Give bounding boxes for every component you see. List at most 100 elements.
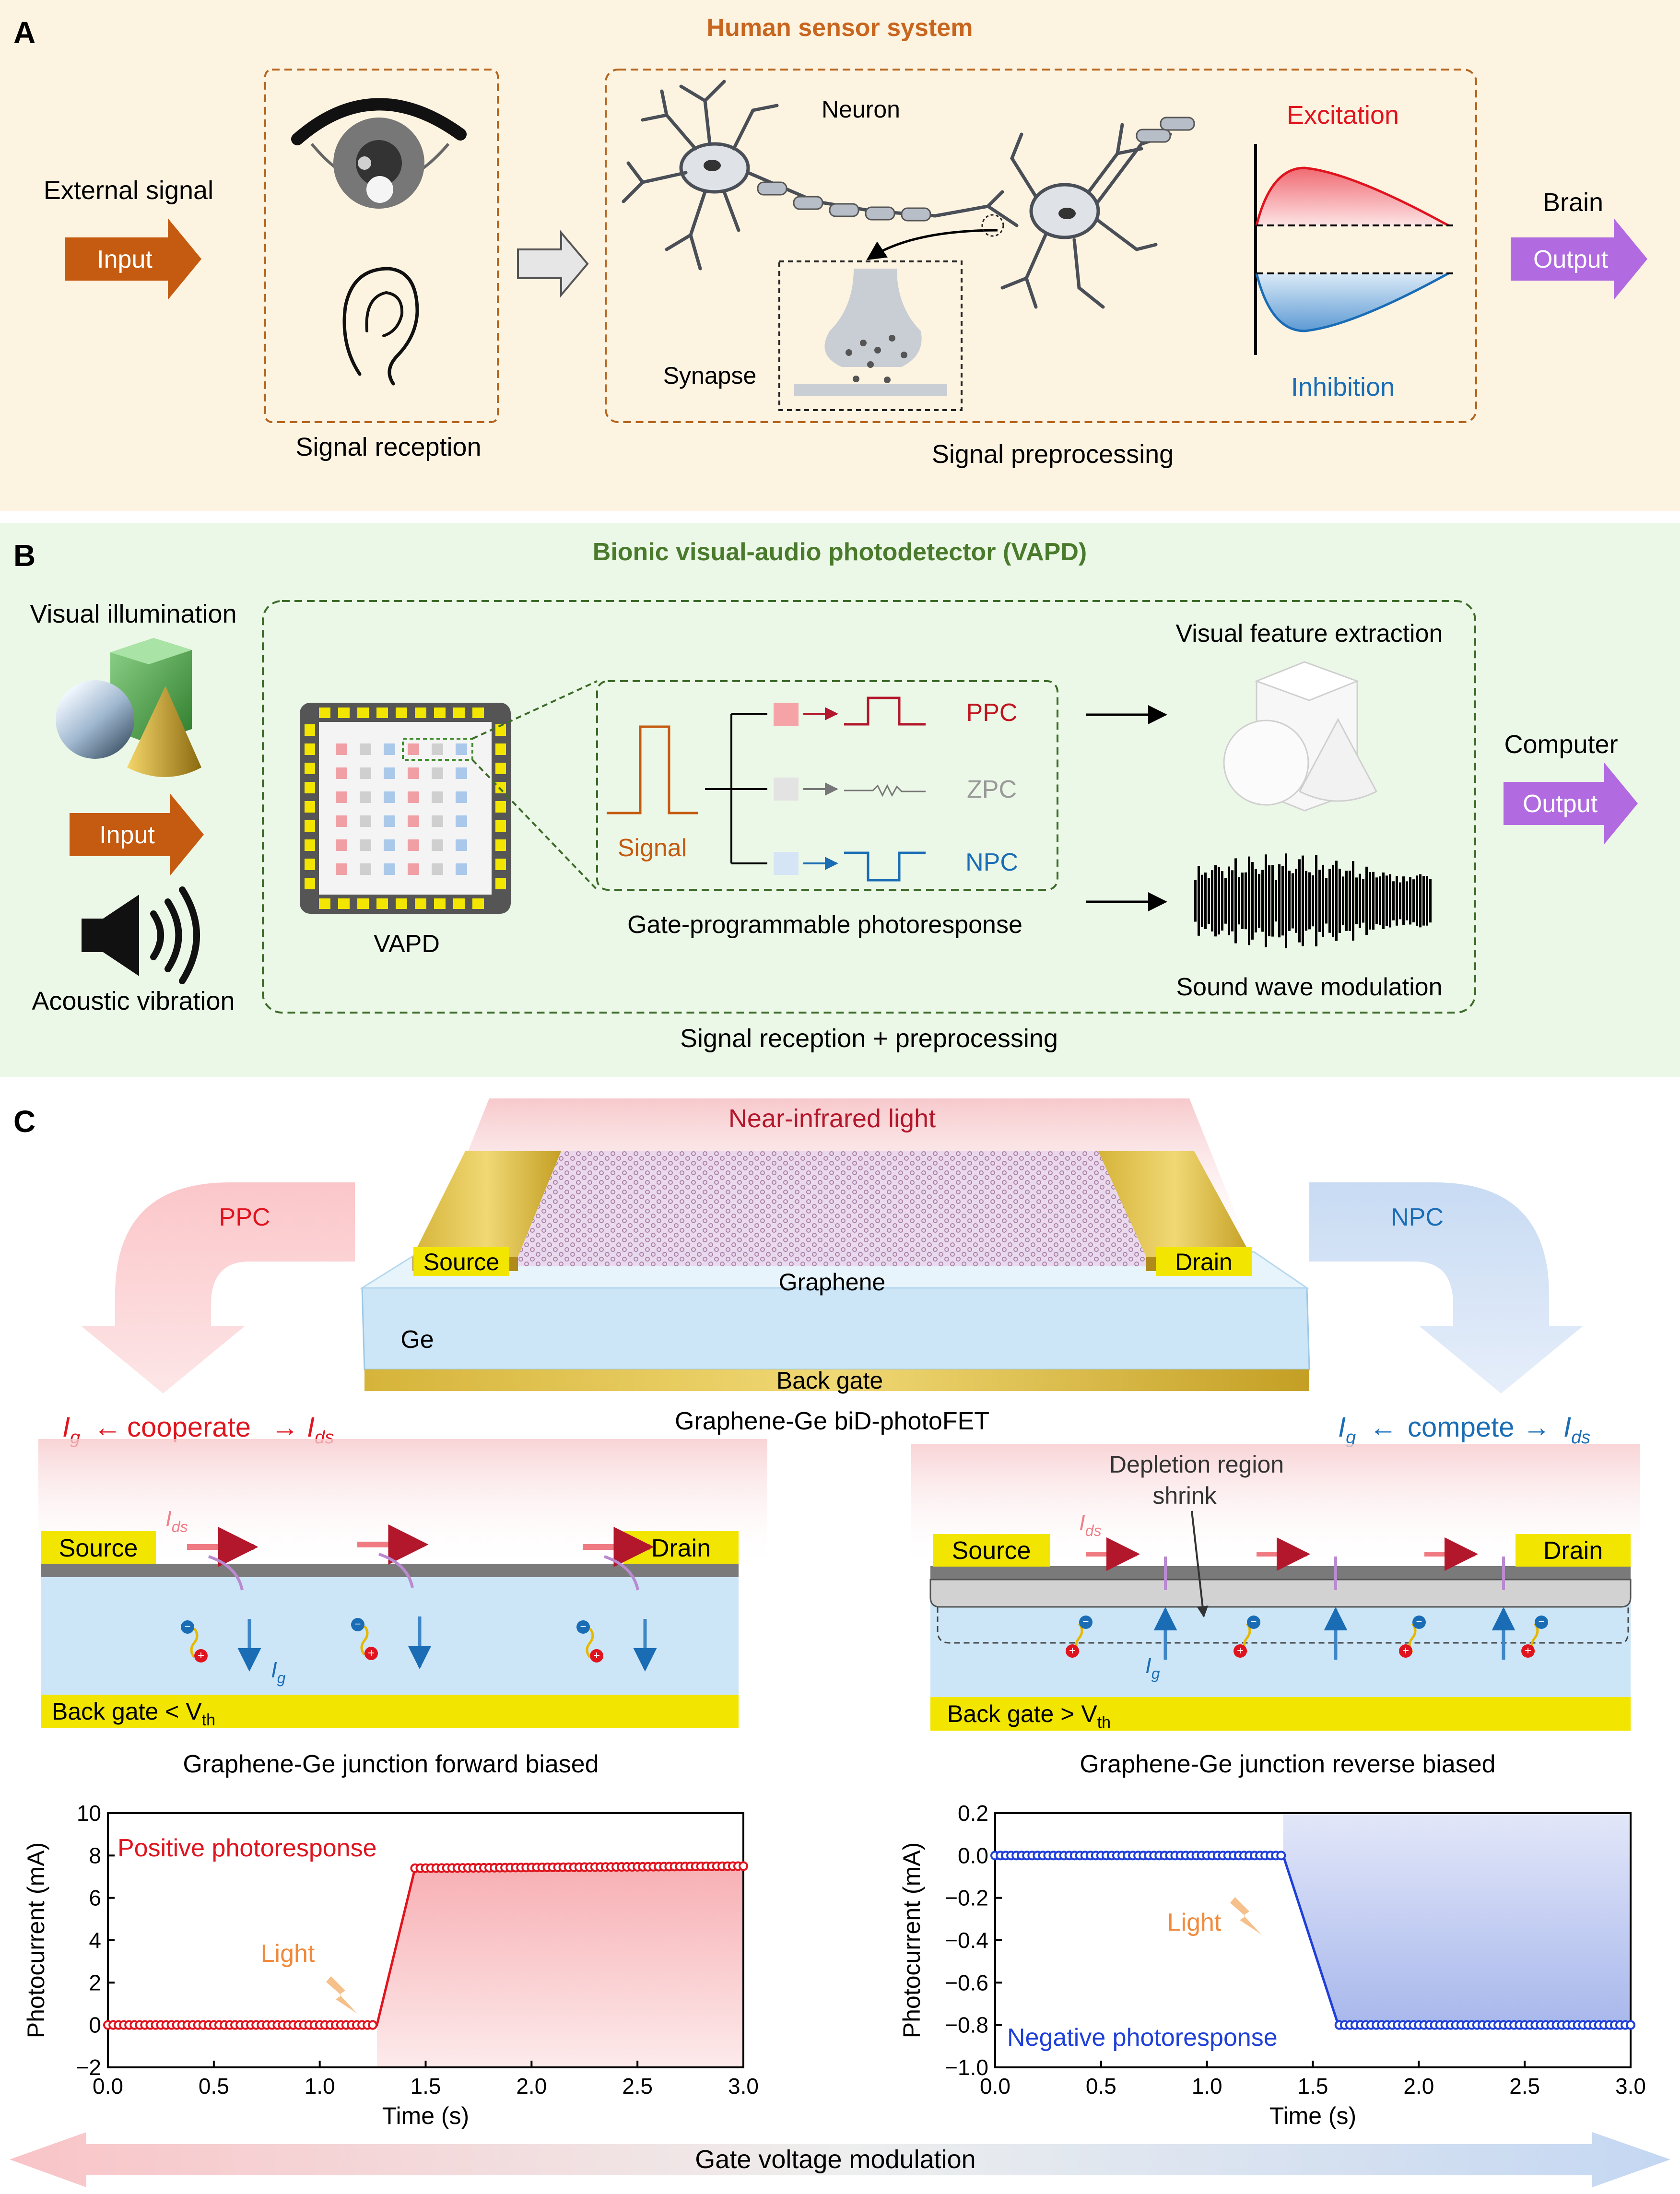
zpc-pixel: [774, 778, 799, 801]
npc-pixel: [774, 852, 799, 875]
device-name-label: Graphene-Ge biD-photoFET: [675, 1407, 989, 1435]
sound-wave-bar: [1396, 876, 1398, 926]
input-arrow-a: Input: [65, 218, 201, 300]
sound-wave-bar: [1295, 869, 1297, 933]
hole-icon: [194, 1649, 208, 1663]
hole-sign: +: [1069, 1644, 1076, 1657]
sound-wave-bar: [1255, 869, 1257, 932]
sound-wave-bar: [1305, 871, 1307, 931]
hole-sign: +: [368, 1647, 375, 1660]
computer-label: Computer: [1504, 730, 1618, 759]
vapd-chip: [300, 680, 598, 914]
hole-sign: +: [1237, 1644, 1244, 1657]
y-tick-label: 0.0: [958, 1843, 988, 1868]
synapse-illustration: [778, 214, 1004, 411]
sound-wave-bar: [1288, 871, 1291, 931]
sound-wave-bar: [1406, 881, 1408, 920]
drain-pad-3d: [1156, 1247, 1252, 1276]
y-tick-label: −0.4: [945, 1928, 988, 1953]
sound-wave-bar: [1365, 866, 1368, 935]
sound-wave-bar: [1419, 874, 1422, 928]
x-tick-label: 2.0: [1403, 2074, 1434, 2099]
sound-wave-label: Sound wave modulation: [1176, 973, 1442, 1001]
output-arrow-b: Output: [1504, 763, 1638, 844]
depletion-pointer: [1191, 1510, 1209, 1618]
y-tick-label: 4: [89, 1928, 101, 1953]
drain-label-fwd: Drain: [651, 1534, 711, 1562]
signal-reception-label: Signal reception: [295, 433, 481, 461]
sound-wave-bar: [1268, 865, 1270, 936]
sound-wave-bar: [1258, 873, 1260, 928]
gate-voltage-arrow: [10, 2132, 1670, 2187]
x-axis-label: Time (s): [1269, 2102, 1356, 2129]
sound-wave-bar: [1211, 870, 1213, 932]
ig-label-rev: Ig: [1145, 1653, 1160, 1682]
y-axis-label: Photocurrent (mA): [23, 1842, 49, 2038]
npc-curved-arrow: [1309, 1182, 1583, 1393]
electron-icon: [1079, 1616, 1093, 1629]
hole-icon: [590, 1649, 603, 1663]
x-tick-label: 2.0: [516, 2074, 547, 2099]
photoresponse-branches: [705, 713, 767, 864]
sound-wave-bar: [1379, 876, 1381, 925]
white-shapes-icon: [1223, 661, 1378, 812]
npc-label-b: NPC: [965, 849, 1018, 876]
sound-wave-bar: [1271, 865, 1274, 937]
ig-curve: [378, 1553, 414, 1588]
compete-arrow-left: ←: [1369, 1412, 1397, 1443]
x-tick-label: 1.0: [305, 2074, 335, 2099]
sound-wave-bar: [1422, 876, 1425, 926]
electron-icon: [1535, 1616, 1548, 1629]
electron-sign: −: [355, 1618, 361, 1630]
back-gate-lt-label: Back gate < Vth: [52, 1698, 215, 1729]
x-tick-label: 1.0: [1192, 2074, 1222, 2099]
hole-sign: +: [1525, 1644, 1531, 1657]
sound-wave-bar: [1349, 871, 1351, 931]
external-signal-label: External signal: [44, 176, 213, 205]
output-arrow-b-label: Output: [1523, 790, 1598, 818]
electron-sign: −: [580, 1620, 587, 1632]
npc-label-c: NPC: [1391, 1203, 1444, 1231]
depletion-label-line1: Depletion region: [1109, 1451, 1284, 1478]
sound-wave-bar: [1281, 866, 1284, 936]
sound-wave-bar: [1292, 873, 1294, 929]
ppc-label-c: PPC: [219, 1203, 270, 1231]
ppc-label-b: PPC: [966, 699, 1018, 727]
y-tick-label: 0.2: [958, 1801, 988, 1826]
x-axis-label: Time (s): [382, 2102, 469, 2129]
sound-wave-bar: [1208, 878, 1210, 924]
forward-biased-label: Graphene-Ge junction forward biased: [183, 1750, 599, 1778]
y-tick-label: 8: [89, 1843, 101, 1868]
electron-sign: −: [1539, 1616, 1545, 1628]
ig-curve: [604, 1555, 639, 1591]
fwd-carrier-group: −+−+−+: [181, 1524, 657, 1672]
sound-wave-bar: [1248, 856, 1250, 945]
x-tick-label: 2.5: [622, 2074, 653, 2099]
sound-wave-bar: [1372, 872, 1375, 930]
sound-wave-bar: [1224, 878, 1227, 924]
cooperate-arrow-left: ←: [94, 1412, 121, 1443]
sound-wave-bar: [1221, 871, 1223, 931]
speaker-icon: [82, 886, 200, 984]
sound-wave-bar: [1204, 873, 1207, 929]
excitation-inhibition-plot: [1254, 144, 1453, 355]
panel-a-background: [0, 0, 1680, 511]
electron-icon: [351, 1618, 364, 1631]
source-label-fwd: Source: [59, 1534, 138, 1562]
output-arrow-a: Output: [1511, 218, 1647, 300]
hole-sign: +: [1402, 1644, 1409, 1657]
sound-wave-bar: [1339, 869, 1341, 933]
hole-icon: [1066, 1644, 1079, 1658]
cooperate-equation: Ig ← cooperate → Ids: [62, 1412, 334, 1448]
back-gate-gt-label: Back gate > Vth: [947, 1700, 1111, 1732]
annotation-label: Positive photoresponse: [117, 1834, 377, 1862]
sound-wave-bar: [1386, 875, 1388, 926]
synapse-label: Synapse: [663, 362, 757, 389]
drain-label-3d: Drain: [1175, 1249, 1232, 1275]
back-gate-label-3d: Back gate: [776, 1367, 883, 1394]
electron-icon: [181, 1620, 194, 1634]
panel-a-letter: A: [13, 15, 35, 50]
data-point: [368, 2020, 378, 2030]
y-tick-label: 0: [89, 2013, 101, 2038]
